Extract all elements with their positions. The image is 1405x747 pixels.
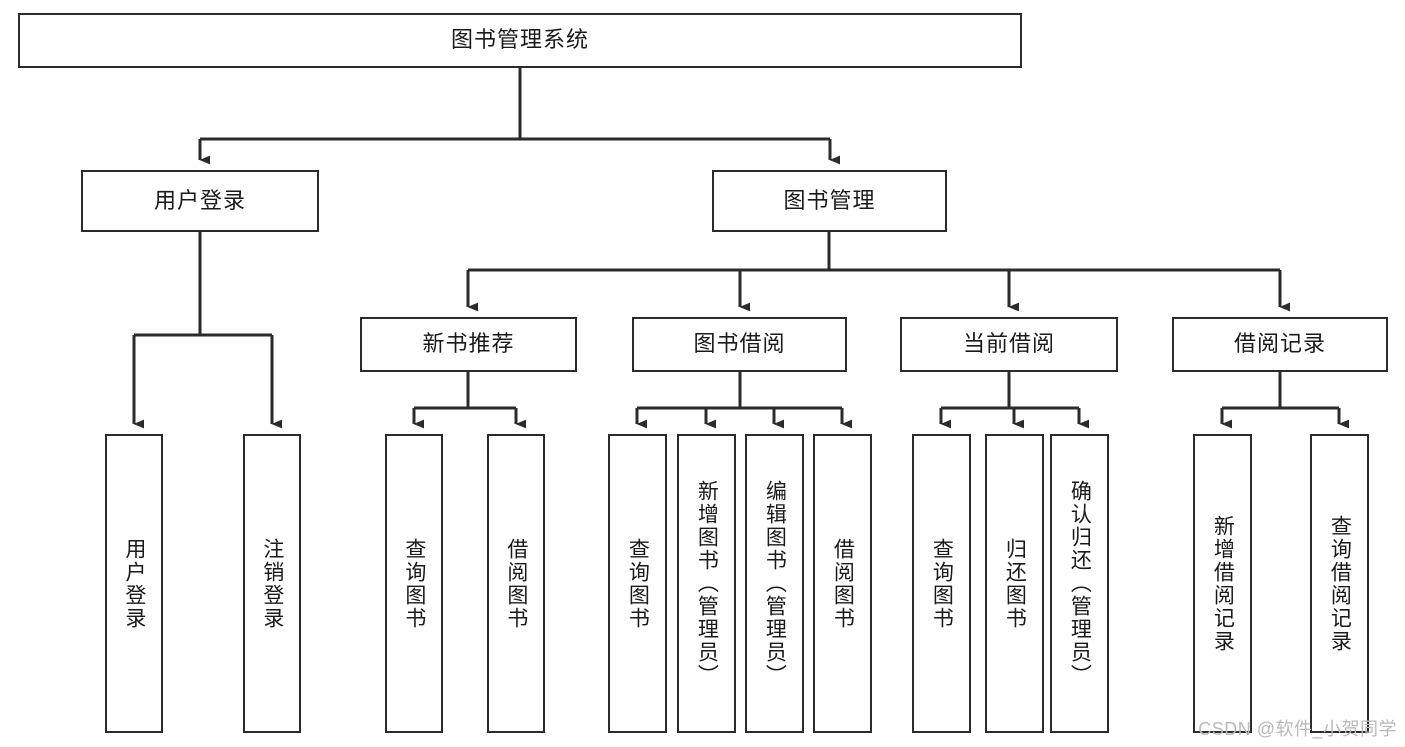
node-leaf-user-logout[interactable]: 注销登录 [243, 434, 301, 733]
node-leaf-return-book[interactable]: 归还图书 [985, 434, 1044, 733]
edge-user-login-to-leaves [132, 232, 283, 429]
node-user-login-label: 用户登录 [153, 187, 246, 213]
edge-root-to-level2 [198, 68, 841, 165]
node-leaf-user-logout-label: 注销登录 [260, 537, 284, 630]
node-root-label: 图书管理系统 [450, 27, 589, 53]
node-leaf-user-login-label: 用户登录 [122, 537, 146, 630]
node-leaf-borrow-book-label: 借阅图书 [831, 537, 855, 630]
node-book-management-label: 图书管理 [783, 187, 876, 213]
node-new-book-recommend-label: 新书推荐 [422, 331, 515, 357]
node-leaf-add-borrow-record-label: 新增借阅记录 [1211, 514, 1235, 653]
node-leaf-query-book-borrow-label: 查询图书 [626, 537, 650, 630]
node-leaf-query-borrow-record-label: 查询借阅记录 [1328, 514, 1352, 653]
node-leaf-add-book-label: 新增图书（管理员） [695, 480, 719, 687]
node-current-borrow[interactable]: 当前借阅 [900, 317, 1118, 372]
node-leaf-edit-book[interactable]: 编辑图书（管理员） [745, 434, 804, 733]
node-leaf-query-book-recommend-label: 查询图书 [402, 537, 426, 630]
edge-borrow-record-to-leaves [1220, 372, 1350, 429]
node-leaf-return-book-label: 归还图书 [1003, 537, 1027, 630]
edge-new-book-recommend-to-leaves [412, 372, 527, 429]
node-user-login[interactable]: 用户登录 [81, 170, 319, 232]
node-leaf-add-book[interactable]: 新增图书（管理员） [677, 434, 736, 733]
node-book-borrow[interactable]: 图书借阅 [632, 317, 847, 372]
edge-book-borrow-to-leaves [635, 372, 853, 429]
node-current-borrow-label: 当前借阅 [962, 331, 1055, 357]
node-leaf-borrow-book[interactable]: 借阅图书 [813, 434, 872, 733]
node-book-management[interactable]: 图书管理 [712, 170, 947, 232]
node-root[interactable]: 图书管理系统 [18, 13, 1022, 68]
node-leaf-query-borrow-record[interactable]: 查询借阅记录 [1310, 434, 1369, 733]
node-book-borrow-label: 图书借阅 [693, 331, 786, 357]
node-leaf-query-book-recommend[interactable]: 查询图书 [385, 434, 443, 733]
node-leaf-borrow-book-recommend-label: 借阅图书 [504, 537, 528, 630]
node-leaf-edit-book-label: 编辑图书（管理员） [763, 480, 787, 687]
edge-book-management-to-level3 [466, 232, 1291, 312]
node-leaf-confirm-return-label: 确认归还（管理员） [1068, 480, 1092, 687]
node-borrow-record-label: 借阅记录 [1233, 331, 1326, 357]
node-borrow-record[interactable]: 借阅记录 [1172, 317, 1388, 372]
node-leaf-borrow-book-recommend[interactable]: 借阅图书 [487, 434, 545, 733]
edge-current-borrow-to-leaves [939, 372, 1090, 429]
node-leaf-query-book-current[interactable]: 查询图书 [912, 434, 971, 733]
node-leaf-query-book-current-label: 查询图书 [930, 537, 954, 630]
node-leaf-user-login[interactable]: 用户登录 [105, 434, 163, 733]
watermark-text: CSDN @软件_小贺同学 [1198, 719, 1397, 739]
node-leaf-query-book-borrow[interactable]: 查询图书 [608, 434, 667, 733]
node-leaf-confirm-return[interactable]: 确认归还（管理员） [1050, 434, 1109, 733]
node-new-book-recommend[interactable]: 新书推荐 [360, 317, 577, 372]
node-leaf-add-borrow-record[interactable]: 新增借阅记录 [1193, 434, 1252, 733]
